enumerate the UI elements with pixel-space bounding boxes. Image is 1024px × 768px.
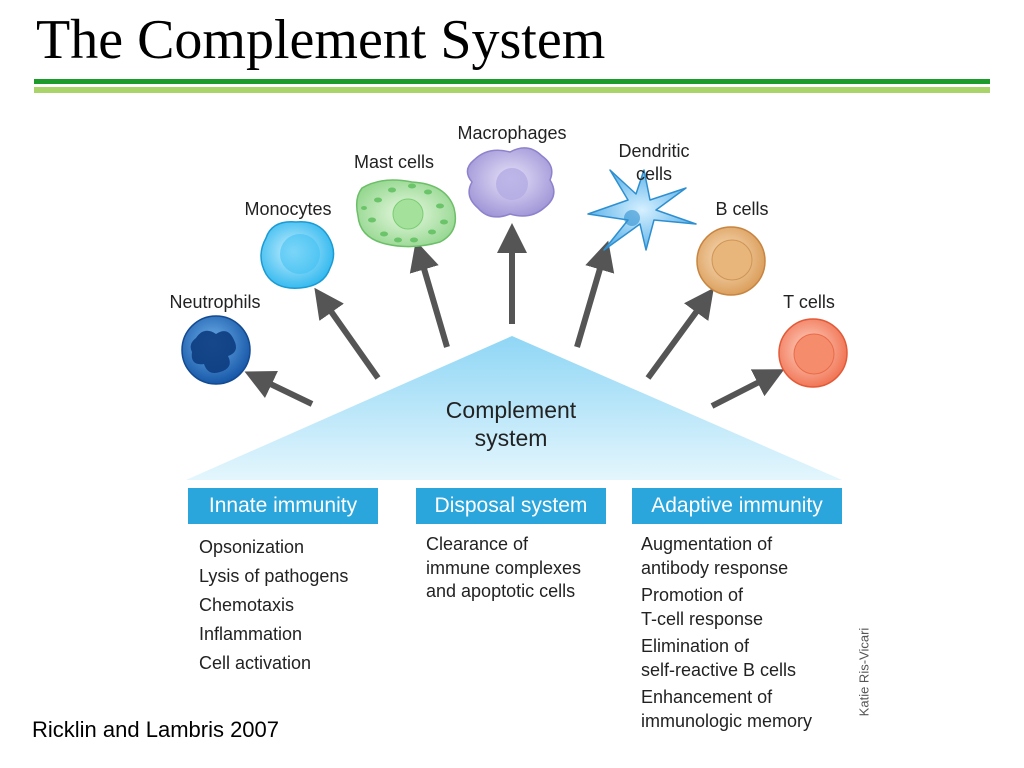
label-t-cells: T cells xyxy=(783,292,835,312)
list-item: Clearance of xyxy=(426,534,529,554)
neutrophil-icon xyxy=(181,315,251,385)
slide-title: The Complement System xyxy=(36,9,606,71)
t-cell-icon xyxy=(778,318,848,388)
list-item: Augmentation of antibody response xyxy=(641,534,789,578)
center-label-line1: Complement xyxy=(446,397,577,423)
arrow-to-dendritic-cells xyxy=(574,240,615,348)
list-item: and apoptotic cells xyxy=(426,581,576,601)
dendritic-cell-icon xyxy=(587,169,697,251)
arrow-to-t-cells xyxy=(710,369,785,409)
label-macrophages: Macrophages xyxy=(457,123,566,143)
list-item: Enhancement of immunologic memory xyxy=(641,687,813,731)
label-dendritic-line2: cells xyxy=(636,164,672,184)
artist-credit: Katie Ris-Vicari xyxy=(854,622,874,722)
list-item: Elimination of self-reactive B cells xyxy=(641,636,797,680)
complement-triangle xyxy=(186,336,842,480)
list-item: Cell activation xyxy=(199,653,312,673)
header-innate-immunity: Innate immunity xyxy=(188,488,378,524)
list-item: Chemotaxis xyxy=(199,595,295,615)
arrow-to-mast-cells xyxy=(409,240,450,348)
list-item: Lysis of pathogens xyxy=(199,566,349,586)
arrow-to-neutrophils xyxy=(244,370,314,407)
artist-credit-text: Katie Ris-Vicari xyxy=(856,627,872,717)
macrophage-icon xyxy=(466,147,555,218)
header-disposal-system: Disposal system xyxy=(416,488,606,524)
list-item: Inflammation xyxy=(199,624,303,644)
label-dendritic-line1: Dendritic xyxy=(618,141,689,161)
header-adaptive-immunity: Adaptive immunity xyxy=(632,488,842,524)
innate-functions-list: Opsonization Lysis of pathogens Chemotax… xyxy=(199,533,348,678)
label-monocytes: Monocytes xyxy=(244,199,331,219)
list-item: Promotion of T-cell response xyxy=(641,585,764,629)
monocyte-icon xyxy=(260,221,335,289)
activation-arrows xyxy=(244,223,785,409)
disposal-functions-list: Clearance of immune complexes and apopto… xyxy=(426,533,581,604)
title-rule-dark xyxy=(34,79,990,84)
center-label-line2: system xyxy=(475,425,548,451)
label-neutrophils: Neutrophils xyxy=(169,292,260,312)
label-mast-cells: Mast cells xyxy=(354,152,434,172)
list-item: Opsonization xyxy=(199,537,305,557)
mast-cell-icon xyxy=(355,179,457,248)
label-b-cells: B cells xyxy=(715,199,768,219)
list-item: immune complexes xyxy=(426,557,582,578)
arrow-to-b-cells xyxy=(645,287,714,380)
arrow-to-monocytes xyxy=(314,287,381,380)
adaptive-functions-list: Augmentation of antibody response Promot… xyxy=(641,533,812,737)
title-rule-light xyxy=(34,87,990,93)
b-cell-icon xyxy=(696,226,766,296)
citation: Ricklin and Lambris 2007 xyxy=(32,717,280,742)
